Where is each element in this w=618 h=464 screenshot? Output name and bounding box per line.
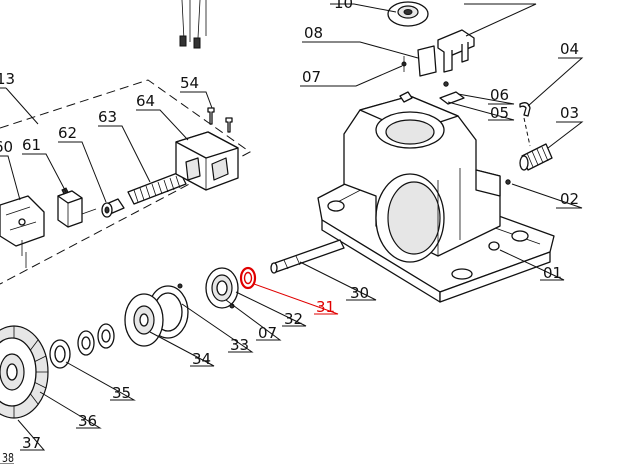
- label-06: 06: [490, 86, 509, 104]
- part-60-bracket: [0, 195, 45, 268]
- label-31: 31: [316, 298, 335, 316]
- part-54-screws: [207, 107, 233, 133]
- wire-harness: [179, 0, 207, 49]
- subassembly-outline: [0, 79, 251, 285]
- label-64: 64: [136, 92, 155, 110]
- label-37: 37: [22, 434, 41, 452]
- label-30: 30: [350, 284, 369, 302]
- part-03-knob: [519, 143, 553, 171]
- part-01-housing: [317, 91, 555, 303]
- label-63: 63: [98, 108, 117, 126]
- leader-lines: [0, 3, 584, 464]
- label-61: 61: [22, 136, 41, 154]
- part-05-06-clip: [439, 81, 465, 105]
- part-62-bushing: [81, 198, 125, 218]
- part-64-holder: [175, 131, 239, 191]
- part-drawings: [0, 0, 555, 419]
- part-10-bearing-top: [387, 1, 429, 27]
- label-08: 08: [304, 24, 323, 42]
- part-labels: 10 08 07 04 03 06 05 02 01 30 31 32 07 3…: [0, 0, 579, 464]
- part-33-washer: [124, 293, 164, 347]
- label-60: 60: [0, 138, 13, 156]
- part-35-36-washers: [49, 323, 115, 369]
- label-04: 04: [560, 40, 579, 58]
- label-34: 34: [192, 350, 211, 368]
- part-08-pad: [401, 45, 437, 77]
- label-07-bottom: 07: [258, 324, 277, 342]
- label-54: 54: [180, 74, 199, 92]
- label-03: 03: [560, 104, 579, 122]
- label-33: 33: [230, 336, 249, 354]
- label-35: 35: [112, 384, 131, 402]
- label-07-top: 07: [302, 68, 321, 86]
- label-01: 01: [543, 264, 562, 282]
- part-63-spring: [127, 171, 187, 205]
- label-32: 32: [284, 310, 303, 328]
- part-61-switch: [57, 187, 83, 228]
- label-38: 38: [2, 451, 14, 464]
- label-05: 05: [490, 104, 509, 122]
- part-04-pin: [519, 102, 531, 147]
- label-02: 02: [560, 190, 579, 208]
- part-32-bearing: [205, 267, 239, 309]
- label-10: 10: [334, 0, 353, 12]
- label-62: 62: [58, 124, 77, 142]
- part-30-shaft: [270, 239, 345, 274]
- label-13: 13: [0, 70, 15, 88]
- part-31-ring: [239, 266, 257, 290]
- part-cover-cap: [437, 29, 475, 73]
- part-37-gear: [0, 325, 49, 419]
- label-36: 36: [78, 412, 97, 430]
